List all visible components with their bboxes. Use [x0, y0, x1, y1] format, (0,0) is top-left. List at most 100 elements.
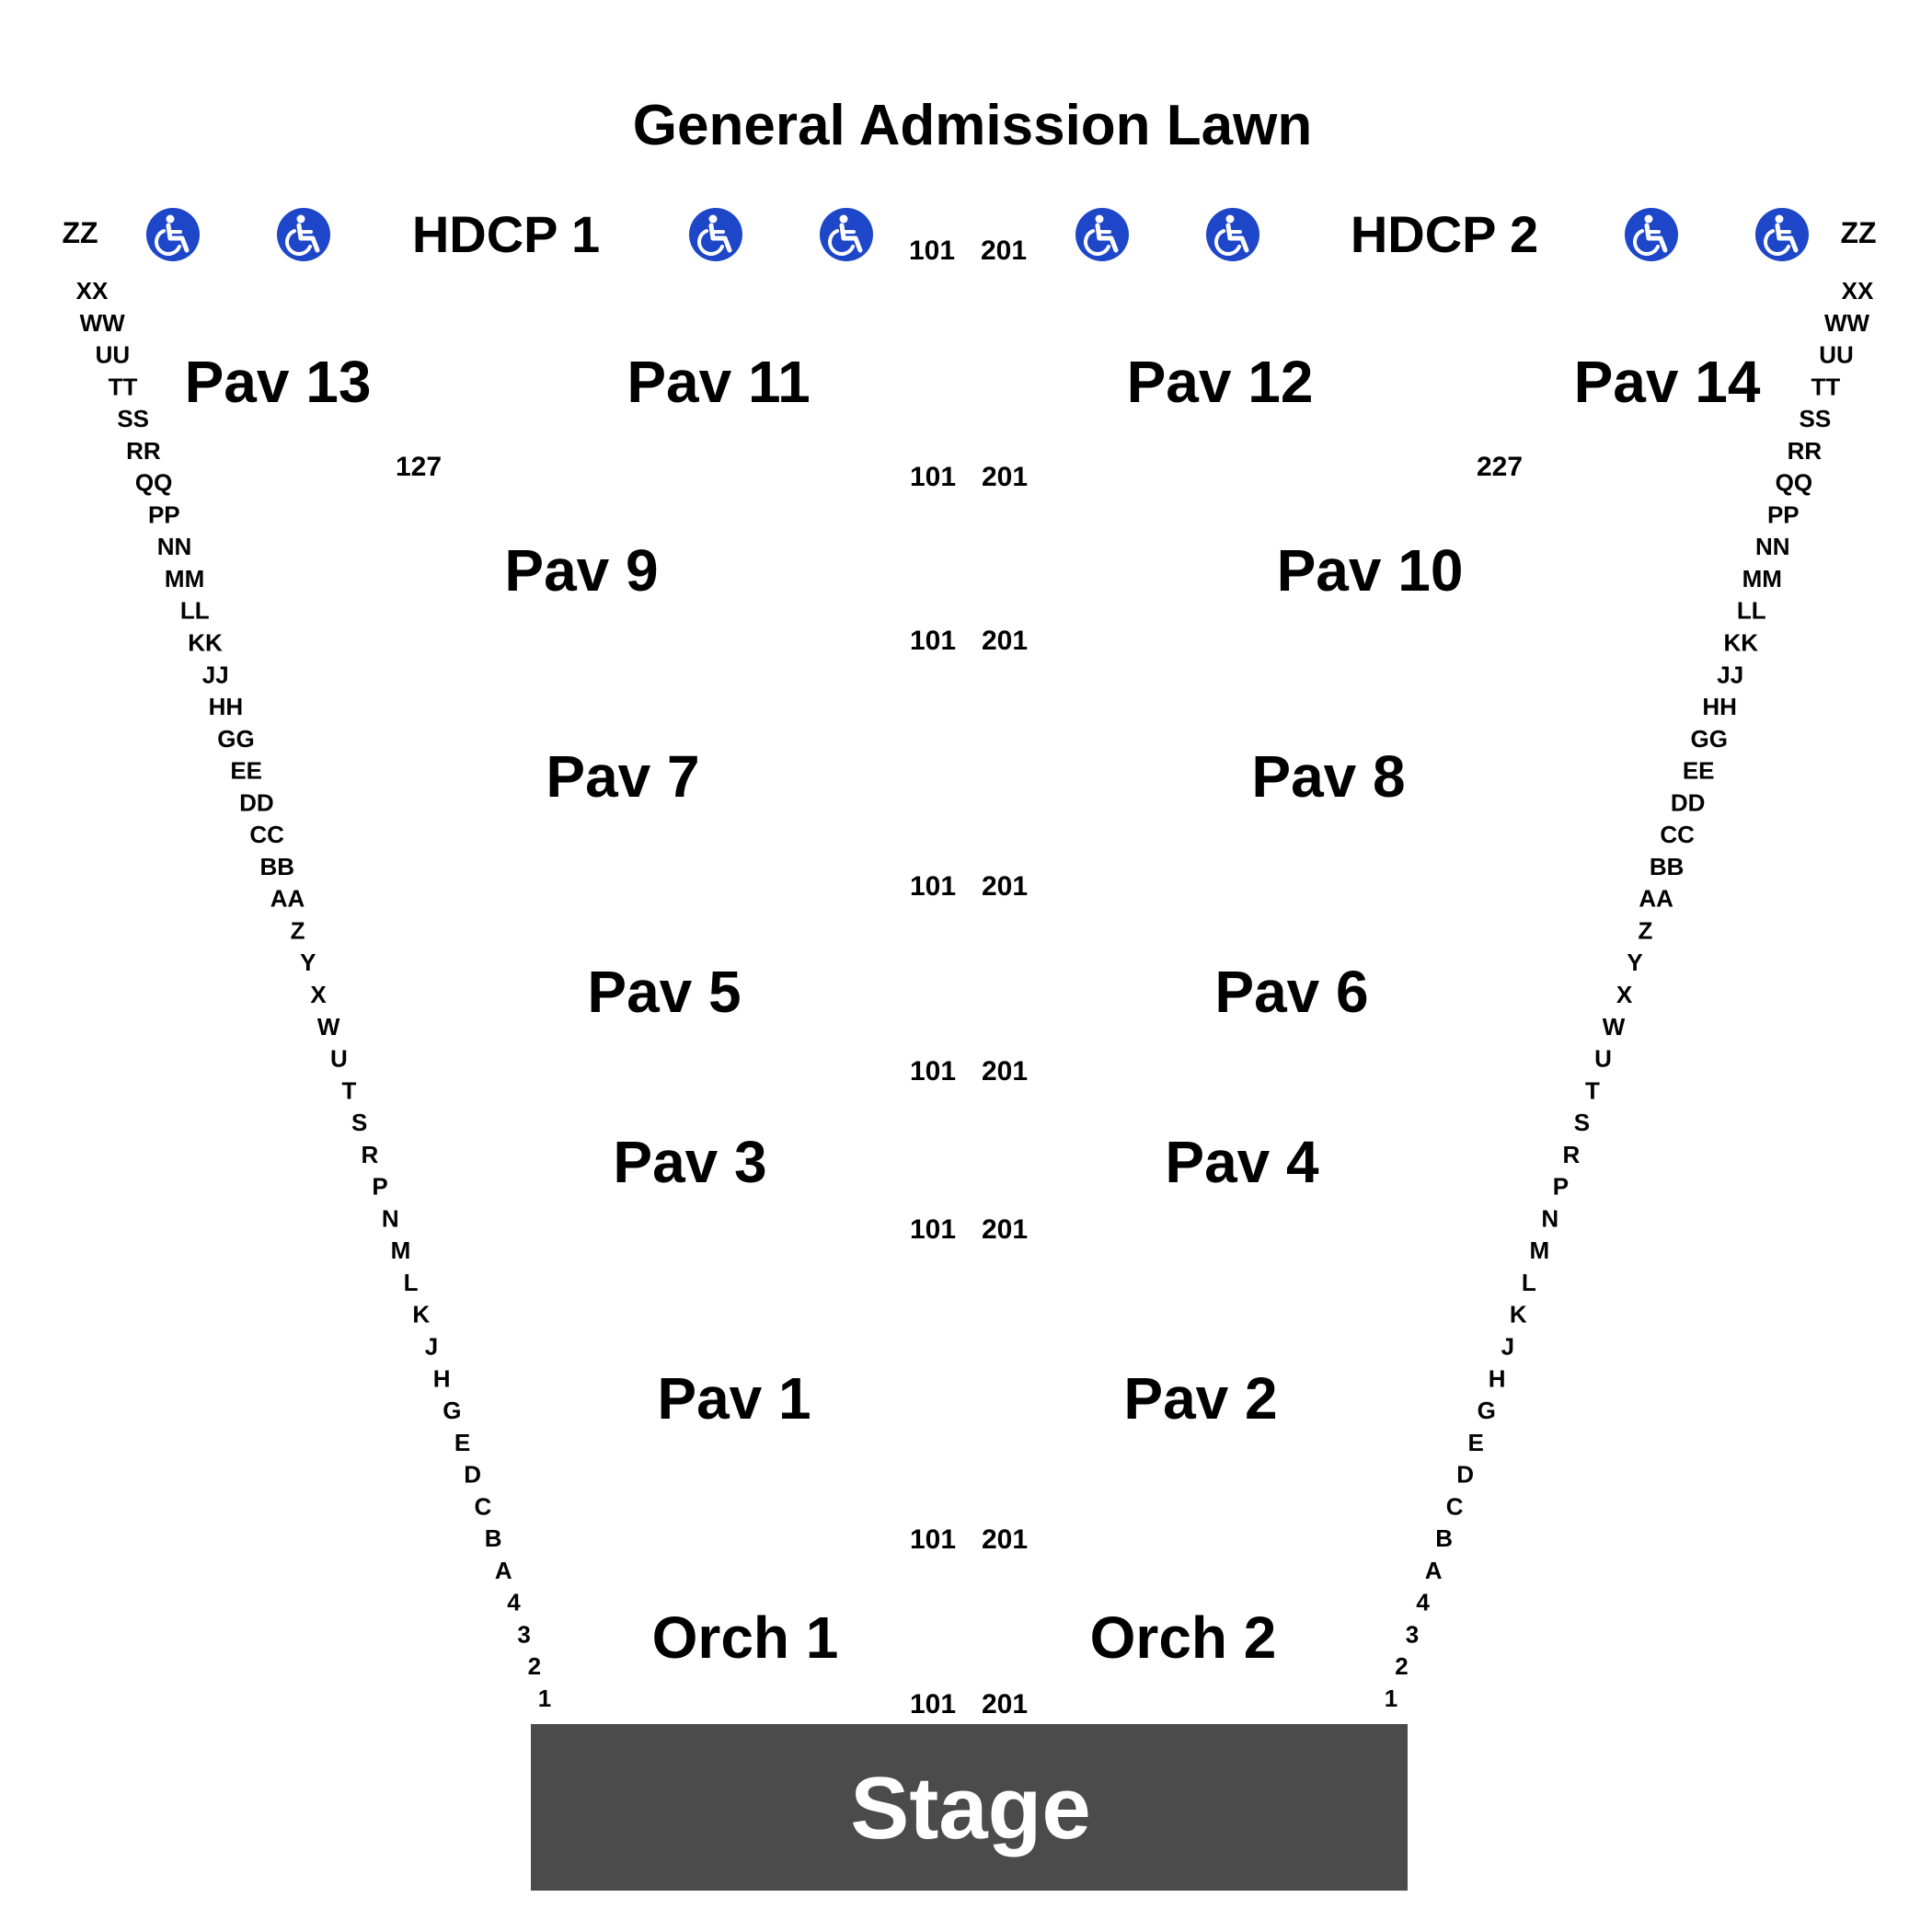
- wheelchair-icon[interactable]: [146, 208, 200, 261]
- stage[interactable]: Stage: [531, 1724, 1408, 1891]
- seat-label-101: 101: [910, 626, 956, 656]
- section-pav-5[interactable]: Pav 5: [587, 959, 741, 1025]
- seat-label-201: 201: [982, 1689, 1028, 1719]
- row-label-tt-left: TT: [109, 373, 138, 400]
- row-label-x-left: X: [310, 981, 327, 1008]
- row-label-e-left: E: [454, 1429, 470, 1456]
- row-label-mm-right: MM: [1742, 565, 1782, 592]
- row-label-d-right: D: [1456, 1461, 1474, 1489]
- section-pav-6[interactable]: Pav 6: [1214, 959, 1368, 1025]
- section-pav-11[interactable]: Pav 11: [627, 349, 810, 415]
- row-label-hh-right: HH: [1702, 693, 1737, 720]
- wheelchair-icon[interactable]: [689, 208, 742, 261]
- row-label-rr-left: RR: [126, 437, 161, 465]
- row-label-y-right: Y: [1627, 949, 1642, 976]
- row-label-z-left: Z: [291, 917, 305, 945]
- wheelchair-icon[interactable]: [1206, 208, 1259, 261]
- seat-label-101: 101: [909, 236, 955, 266]
- hdcp-2-label[interactable]: HDCP 2: [1351, 205, 1538, 263]
- wheelchair-icon[interactable]: [1755, 208, 1809, 261]
- row-label-1-right: 1: [1385, 1685, 1397, 1712]
- row-label-gg-left: GG: [217, 725, 254, 753]
- row-label-h-right: H: [1489, 1364, 1506, 1392]
- row-label-xx-left: XX: [76, 277, 109, 305]
- seat-label-201: 201: [982, 1524, 1028, 1555]
- row-label-pp-right: PP: [1767, 500, 1800, 528]
- row-label-m-right: M: [1529, 1236, 1549, 1264]
- row-labels-left: XXWWUUTTSSRRQQPPNNMMLLKKJJHHGGEEDDCCBBAA…: [76, 277, 552, 1712]
- section-pav-12[interactable]: Pav 12: [1127, 349, 1314, 415]
- row-label-uu-right: UU: [1819, 341, 1854, 369]
- row-label-2-left: 2: [528, 1652, 541, 1680]
- row-label-ww-right: WW: [1824, 309, 1870, 337]
- seat-label-101: 101: [910, 462, 956, 492]
- wheelchair-icon[interactable]: [1625, 208, 1678, 261]
- row-label-qq-right: QQ: [1776, 469, 1812, 497]
- row-label-ss-left: SS: [117, 405, 149, 432]
- row-label-aa-left: AA: [270, 885, 305, 913]
- row-label-tt-right: TT: [1811, 373, 1841, 400]
- stage-block[interactable]: [531, 1724, 1408, 1891]
- row-label-4-left: 4: [507, 1589, 521, 1616]
- row-label-r-left: R: [362, 1141, 379, 1168]
- row-label-zz-right: ZZ: [1840, 216, 1876, 249]
- seat-label-127: 127: [396, 452, 442, 482]
- hdcp-1-label[interactable]: HDCP 1: [412, 205, 600, 263]
- section-orch-2[interactable]: Orch 2: [1090, 1604, 1277, 1671]
- seat-label-201: 201: [981, 236, 1027, 266]
- wheelchair-icon[interactable]: [820, 208, 873, 261]
- section-pav-1[interactable]: Pav 1: [657, 1365, 811, 1432]
- row-label-gg-right: GG: [1690, 725, 1727, 753]
- row-label-n-right: N: [1541, 1204, 1558, 1232]
- seat-label-201: 201: [982, 626, 1028, 656]
- section-pav-10[interactable]: Pav 10: [1277, 537, 1464, 604]
- row-label-aa-right: AA: [1639, 885, 1673, 913]
- row-label-l-left: L: [404, 1269, 419, 1296]
- row-label-ee-left: EE: [230, 757, 262, 785]
- row-label-zz-left: ZZ: [62, 216, 98, 249]
- general-admission-lawn-label[interactable]: General Admission Lawn: [633, 94, 1312, 157]
- row-label-cc-left: CC: [249, 821, 284, 848]
- row-label-hh-left: HH: [209, 693, 244, 720]
- section-pav-9[interactable]: Pav 9: [504, 537, 658, 604]
- section-pav-3[interactable]: Pav 3: [613, 1129, 766, 1195]
- row-label-w-left: W: [317, 1013, 340, 1041]
- row-label-c-right: C: [1446, 1492, 1464, 1520]
- row-label-dd-right: DD: [1671, 788, 1706, 816]
- row-label-b-right: B: [1435, 1524, 1453, 1552]
- section-orch-1[interactable]: Orch 1: [652, 1604, 839, 1671]
- row-label-h-left: H: [433, 1364, 451, 1392]
- center-seat-labels: 101 201 101 201 101 201 101 201 101 201 …: [909, 236, 1028, 1719]
- row-label-4-right: 4: [1416, 1589, 1430, 1616]
- section-pav-13[interactable]: Pav 13: [185, 349, 372, 415]
- row-label-mm-left: MM: [165, 565, 204, 592]
- row-label-xx-right: XX: [1842, 277, 1874, 305]
- row-label-ss-right: SS: [1800, 405, 1832, 432]
- row-label-c-left: C: [475, 1492, 492, 1520]
- seat-label-201: 201: [982, 1214, 1028, 1245]
- section-pav-14[interactable]: Pav 14: [1574, 349, 1761, 415]
- row-label-g-right: G: [1478, 1397, 1496, 1424]
- row-label-kk-right: KK: [1724, 629, 1759, 657]
- seat-label-201: 201: [982, 871, 1028, 902]
- row-label-n-left: N: [382, 1204, 399, 1232]
- wheelchair-icon[interactable]: [277, 208, 330, 261]
- section-pav-8[interactable]: Pav 8: [1251, 743, 1405, 810]
- row-label-3-right: 3: [1406, 1621, 1419, 1649]
- section-pav-7[interactable]: Pav 7: [546, 743, 699, 810]
- row-label-cc-right: CC: [1660, 821, 1695, 848]
- seat-label-227: 227: [1477, 452, 1523, 482]
- row-label-bb-right: BB: [1650, 853, 1685, 880]
- row-label-d-left: D: [464, 1461, 481, 1489]
- row-label-s-left: S: [351, 1109, 367, 1136]
- wheelchair-icon[interactable]: [1075, 208, 1129, 261]
- row-label-e-right: E: [1468, 1429, 1484, 1456]
- row-label-ee-right: EE: [1683, 757, 1715, 785]
- row-label-qq-left: QQ: [135, 469, 172, 497]
- row-label-nn-left: NN: [157, 533, 192, 560]
- row-label-2-right: 2: [1395, 1652, 1408, 1680]
- section-pav-4[interactable]: Pav 4: [1165, 1129, 1319, 1195]
- section-pav-2[interactable]: Pav 2: [1123, 1365, 1277, 1432]
- row-label-t-right: T: [1585, 1076, 1600, 1104]
- seat-label-101: 101: [910, 1689, 956, 1719]
